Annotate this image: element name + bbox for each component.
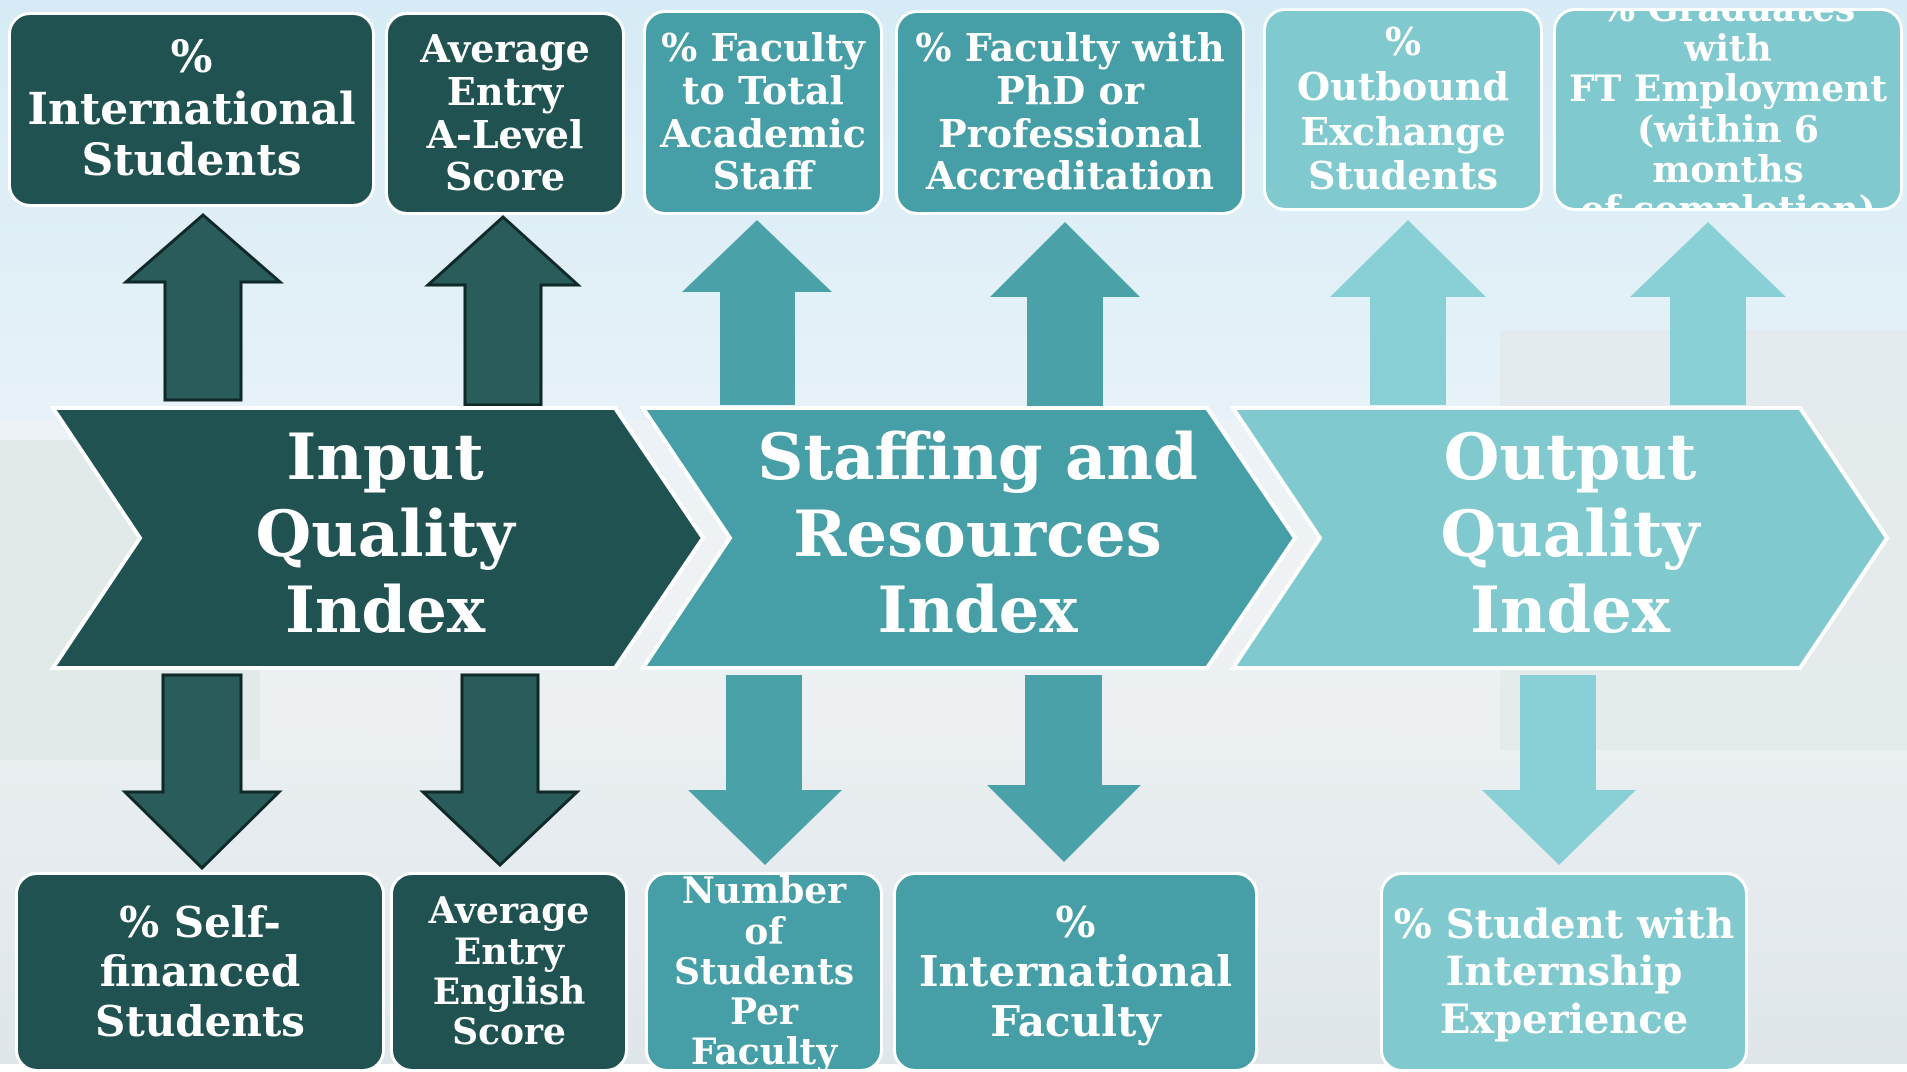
card-students-per-faculty: Number of Students Per Faculty — [645, 872, 883, 1072]
staffing-resources-index-label: Staffing and Resources Index — [757, 419, 1198, 649]
arrow-up-faculty-phd — [990, 222, 1140, 408]
arrow-down-self-financed — [121, 673, 283, 871]
output-quality-index-label: Output Quality Index — [1440, 419, 1700, 649]
card-entry-alevel-score: Average Entry A-Level Score — [385, 12, 625, 215]
card-faculty-to-academic-staff: % Faculty to Total Academic Staff — [643, 10, 883, 215]
card-entry-english-score: Average Entry English Score — [390, 872, 628, 1072]
card-outbound-exchange-students: % Outbound Exchange Students — [1263, 8, 1543, 211]
card-internship-experience: % Student with Internship Experience — [1380, 872, 1748, 1072]
arrow-up-graduates-employment — [1630, 222, 1786, 405]
arrow-up-faculty-ratio — [682, 220, 832, 405]
chevron-input — [49, 406, 706, 670]
arrow-down-students-per-faculty — [688, 675, 842, 865]
arrow-down-entry-english — [419, 673, 581, 868]
input-quality-index-label: Input Quality Index — [255, 419, 515, 649]
arrow-up-entry-alevel — [424, 214, 582, 407]
card-international-faculty: % International Faculty — [893, 872, 1258, 1072]
card-graduates-ft-employment: % Graduates with FT Employment (within 6… — [1553, 8, 1903, 211]
chevron-output — [1229, 406, 1890, 670]
arrow-down-international-faculty — [987, 675, 1141, 862]
chevron-staffing — [639, 406, 1298, 670]
arrow-down-internship — [1482, 675, 1636, 865]
card-international-students: % International Students — [8, 12, 375, 207]
card-self-financed-students: % Self-financed Students — [15, 872, 385, 1072]
card-faculty-phd-accreditation: % Faculty with PhD or Professional Accre… — [895, 10, 1245, 215]
arrow-up-international-students — [121, 213, 285, 402]
arrow-up-outbound-exchange — [1330, 220, 1486, 405]
